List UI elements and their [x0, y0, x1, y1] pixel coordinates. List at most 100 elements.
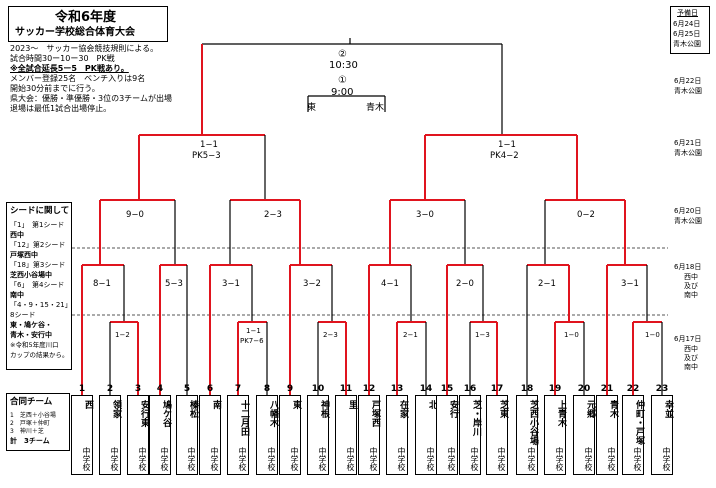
team-suffix: 中学校 [662, 447, 671, 471]
team-name: 仲町・戸塚 [634, 400, 644, 445]
team-slot: 青木中学校 [596, 395, 618, 475]
team-slot: 鳩ケ谷中学校 [149, 395, 171, 475]
r1-score: 1−0 [564, 331, 579, 339]
venue-label: 西中 [684, 345, 698, 353]
team-suffix: 中学校 [267, 447, 276, 471]
team-name: 八幡木 [268, 400, 278, 427]
team-suffix: 中学校 [369, 447, 378, 471]
joint-line: 2 戸塚＋仲町 [10, 420, 50, 427]
final-number: ② [338, 49, 347, 60]
r16-score: 3−1 [621, 279, 639, 289]
semi-right-score: 1−1 [498, 140, 516, 150]
third-time: 9:00 [331, 87, 354, 98]
team-suffix: 中学校 [426, 447, 435, 471]
joint-total: 計 3チーム [10, 437, 50, 445]
team-name: 戸塚西 [370, 400, 380, 427]
team-name: 青木 [608, 400, 618, 418]
qf-score: 0−2 [577, 210, 595, 220]
team-suffix: 中学校 [346, 447, 355, 471]
team-suffix: 中学校 [238, 447, 247, 471]
team-slot: 北中学校 [415, 395, 437, 475]
team-suffix: 中学校 [138, 447, 147, 471]
team-suffix: 中学校 [397, 447, 406, 471]
team-suffix: 中学校 [447, 447, 456, 471]
team-name: 安行東 [139, 400, 149, 427]
team-slot: 幸並中学校 [651, 395, 673, 475]
team-number: 12 [362, 384, 376, 394]
r1-score: 2−1 [403, 331, 418, 339]
team-name: 在家 [398, 400, 408, 418]
team-name: 鳩ケ谷 [161, 400, 171, 427]
rule-line: 2023〜 サッカー協会競技規則による。 [10, 44, 159, 53]
r16-score: 3−2 [303, 279, 321, 289]
r16-score: 4−1 [381, 279, 399, 289]
r1-score: 1−1 [246, 327, 261, 335]
event-title: サッカー学校総合体育大会 [15, 27, 135, 38]
seed-line: 「12」第2シード [10, 241, 66, 249]
r1-pk: PK7−6 [240, 337, 264, 345]
team-slot: 榛松中学校 [176, 395, 198, 475]
team-number: 10 [311, 384, 325, 394]
team-number: 2 [106, 384, 114, 394]
team-suffix: 中学校 [497, 447, 506, 471]
team-name: 十二月田 [239, 400, 249, 436]
team-name: 幸並 [663, 400, 673, 418]
joint-team-box: 合同チーム 1 芝西＋小谷場 2 戸塚＋仲町 3 神川＋芝 計 3チーム [6, 393, 70, 451]
seed-line: ※令和5年度川口 [10, 341, 59, 349]
venue-label: 及び [684, 282, 698, 290]
team-slot: 安行中学校 [436, 395, 458, 475]
team-slot: 芝・岸川中学校 [459, 395, 481, 475]
r16-score: 5−3 [165, 279, 183, 289]
team-suffix: 中学校 [210, 447, 219, 471]
r1-score: 1−3 [475, 331, 490, 339]
team-name: 北 [427, 400, 437, 409]
seed-line: 芝西小谷場中 [10, 271, 52, 279]
date-label: 6月17日 [674, 335, 702, 343]
date-label: 6月20日 [674, 207, 702, 215]
team-suffix: 中学校 [584, 447, 593, 471]
team-slot: 仲町・戸塚中学校 [622, 395, 644, 475]
team-name: 西 [83, 400, 93, 409]
reserve-date: 6月25日 [673, 30, 701, 38]
team-name: 榛松 [188, 400, 198, 418]
team-suffix: 中学校 [633, 447, 642, 471]
rule-line: 県大会：優勝・準優勝・3位の3チームが出場 [10, 94, 172, 103]
venue-label: 南中 [684, 363, 698, 371]
team-slot: 十二月田中学校 [227, 395, 249, 475]
seed-line: 南中 [10, 291, 24, 299]
team-number: 5 [183, 384, 191, 394]
team-number: 4 [156, 384, 164, 394]
r16-score: 3−1 [222, 279, 240, 289]
team-number: 1 [78, 384, 86, 394]
team-suffix: 中学校 [607, 447, 616, 471]
reserve-label: 予備日 [677, 9, 698, 17]
final-time: 10:30 [329, 60, 358, 71]
reserve-day-box: 予備日 6月24日 6月25日 青木公園 [670, 6, 710, 54]
team-number: 20 [577, 384, 591, 394]
r16-score: 2−0 [456, 279, 474, 289]
team-name: 里 [347, 400, 357, 409]
team-number: 3 [134, 384, 142, 394]
team-number: 17 [490, 384, 504, 394]
team-number: 13 [390, 384, 404, 394]
team-slot: 神根中学校 [307, 395, 329, 475]
seed-line: 青木・安行中 [10, 331, 52, 339]
team-number: 21 [600, 384, 614, 394]
venue-label: 青木公園 [674, 87, 702, 95]
team-slot: 芝西小谷場中学校 [516, 395, 538, 475]
team-slot: 東中学校 [279, 395, 301, 475]
seed-line: 戸塚西中 [10, 251, 38, 259]
r1-score: 1−0 [645, 331, 660, 339]
date-label: 6月22日 [674, 77, 702, 85]
seed-title: シードに関して [10, 206, 70, 216]
team-suffix: 中学校 [82, 447, 91, 471]
joint-line: 1 芝西＋小谷場 [10, 412, 56, 419]
team-suffix: 中学校 [527, 447, 536, 471]
rule-line: 試合時間30ー10ー30 PK戦 [10, 54, 115, 63]
semi-left-pk: PK5−3 [192, 151, 221, 161]
team-number: 22 [626, 384, 640, 394]
team-suffix: 中学校 [318, 447, 327, 471]
seed-line: 東・鳩ケ谷・ [10, 321, 52, 329]
venue-label: 西中 [684, 273, 698, 281]
